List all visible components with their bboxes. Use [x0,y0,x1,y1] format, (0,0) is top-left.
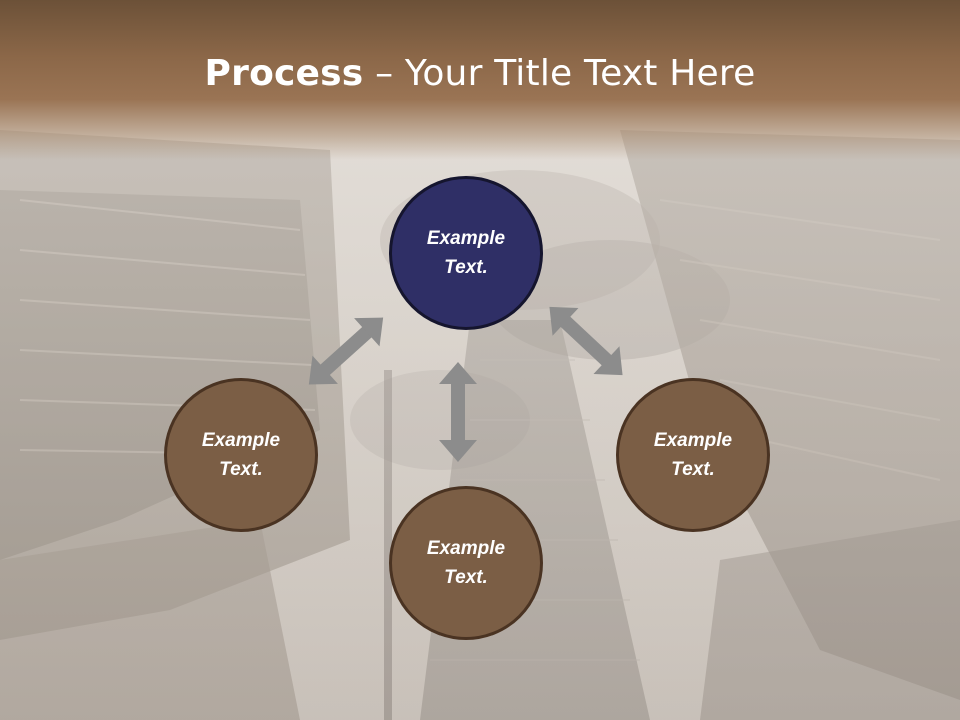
title-rest-part: – Your Title Text Here [363,53,756,94]
slide-title: Process – Your Title Text Here [0,52,960,96]
node-right-label: Example Text. [653,430,733,480]
node-right: Example Text. [616,378,770,532]
title-bold-part: Process [204,53,364,94]
node-top-label: Example Text. [426,228,506,278]
node-left: Example Text. [164,378,318,532]
node-left-label: Example Text. [201,430,281,480]
node-bottom: Example Text. [389,486,543,640]
node-top: Example Text. [389,176,543,330]
title-band [0,0,960,160]
node-bottom-label: Example Text. [426,538,506,588]
